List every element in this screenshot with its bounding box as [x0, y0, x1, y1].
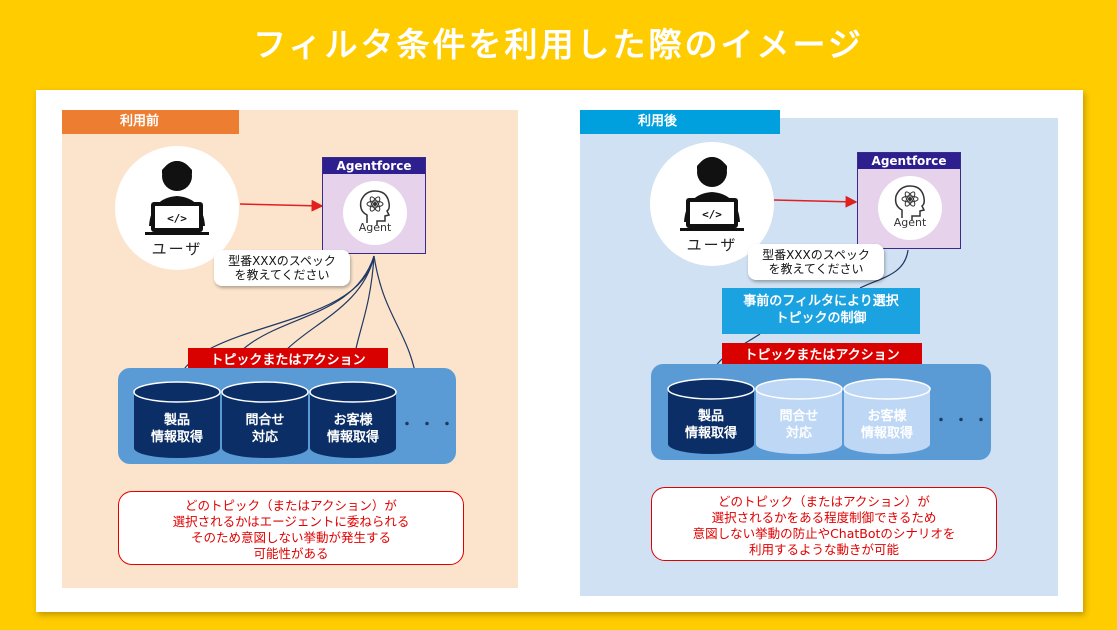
cylinder-label-left-1: 製品 情報取得 [150, 413, 203, 445]
agentforce-box-left: Agentforce Agent [322, 157, 426, 254]
cylinder-left-1 [133, 381, 221, 458]
agent-avatar-left [343, 181, 407, 245]
svg-text:</>: </> [702, 208, 722, 221]
brain-icon [359, 190, 391, 225]
cylinder-left-3 [309, 381, 397, 458]
user-coder-icon: </> [680, 157, 744, 231]
user-coder-icon: </> [145, 161, 209, 235]
before-tag: 利用前 [62, 110, 239, 134]
user-label-left: ユーザ [151, 240, 203, 258]
user-to-agent-arrow-left [239, 199, 324, 212]
question-bubble-right: 型番XXXのスペック を教えてください [748, 244, 884, 280]
svg-text:</>: </> [167, 212, 187, 225]
cylinder-label-right-3: お客様 情報取得 [860, 409, 913, 441]
agent-avatar-right [878, 176, 942, 240]
bubble-line-2: を教えてください [768, 262, 864, 276]
note-right: どのトピック（またはアクション）が 選択されるかをある程度制御できるため 意図し… [651, 487, 997, 561]
user-avatar-right: </> [650, 142, 774, 266]
agentforce-header-right: Agentforce [858, 153, 960, 169]
user-to-agent-arrow-right [773, 195, 858, 208]
agentforce-header-left: Agentforce [323, 158, 425, 174]
more-dots-right: ・・・ [934, 413, 994, 429]
cylinder-label-left-3: お客様 情報取得 [326, 413, 379, 445]
question-bubble-left: 型番XXXのスペック を教えてください [214, 250, 350, 286]
filter-control-box: 事前のフィルタにより選択 トピックの制御 [722, 288, 920, 334]
cylinder-label-left-2: 問合せ 対応 [245, 413, 285, 445]
cylinder-right-1 [667, 378, 755, 454]
bubble-line-1: 型番XXXのスペック [228, 254, 336, 268]
cylinder-label-right-2: 問合せ 対応 [779, 409, 819, 441]
bubble-line-2: を教えてください [234, 268, 330, 282]
cylinder-right-3 [843, 378, 931, 454]
agentforce-box-right: Agentforce Agent [857, 152, 961, 249]
page-title: フィルタ条件を利用した際のイメージ [253, 25, 864, 64]
after-tag: 利用後 [580, 110, 780, 134]
cylinder-left-2 [221, 381, 309, 458]
user-avatar-left: </> [115, 146, 239, 270]
user-label-right: ユーザ [686, 236, 738, 254]
cylinder-right-2 [755, 378, 843, 454]
agent-label-left: Agent [358, 221, 392, 234]
agent-label-right: Agent [893, 216, 927, 229]
more-dots-left: ・・・ [400, 417, 460, 433]
cylinder-label-right-1: 製品 情報取得 [684, 409, 737, 441]
bubble-line-1: 型番XXXのスペック [762, 248, 870, 262]
brain-icon [894, 185, 926, 220]
agent-to-filter-line [859, 249, 909, 289]
note-left: どのトピック（またはアクション）が 選択されるかはエージェントに委ねられる その… [118, 491, 464, 565]
